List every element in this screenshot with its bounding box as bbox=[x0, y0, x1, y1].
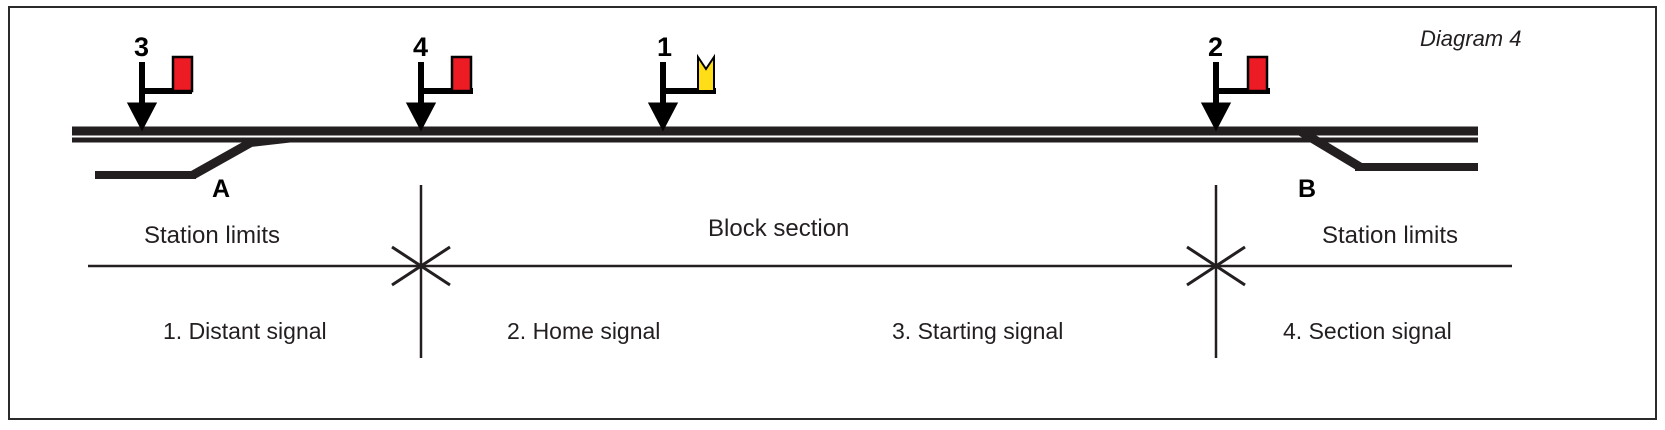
right-loop-line-junction-b bbox=[1297, 127, 1478, 171]
boundary-left-diagonal-up bbox=[391, 245, 451, 287]
signal-post-2[interactable] bbox=[1200, 55, 1270, 132]
signal-1-direction-arrow bbox=[647, 102, 679, 132]
signal-number-4: 4 bbox=[413, 32, 429, 62]
signal-number-2: 2 bbox=[1208, 32, 1224, 62]
signal-1-yellow-fishtail-blade bbox=[697, 53, 715, 92]
caption-distant-signal: 1. Distant signal bbox=[163, 318, 327, 344]
zone-label-station-limits-right: Station limits bbox=[1322, 222, 1459, 249]
left-loop-line-junction-a bbox=[95, 137, 291, 179]
main-running-line bbox=[72, 126, 1478, 143]
signal-2-direction-arrow bbox=[1200, 102, 1232, 132]
caption-starting-signal: 3. Starting signal bbox=[892, 318, 1064, 344]
signal-post-3[interactable] bbox=[126, 55, 194, 132]
zone-label-block-section: Block section bbox=[708, 215, 850, 242]
station-limit-boundary-left bbox=[391, 185, 451, 358]
diagram-title: Diagram 4 bbox=[1420, 26, 1522, 51]
signal-3-direction-arrow bbox=[126, 102, 158, 132]
signal-post-4[interactable] bbox=[405, 55, 473, 132]
left-turnout-diagonal bbox=[190, 139, 253, 179]
boundary-right-diagonal-up bbox=[1186, 245, 1246, 287]
junction-label-b: B bbox=[1298, 175, 1317, 203]
signal-number-3: 3 bbox=[134, 32, 150, 62]
signal-post-1[interactable] bbox=[647, 53, 716, 132]
station-limit-boundary-right bbox=[1186, 185, 1246, 358]
junction-label-a: A bbox=[212, 175, 231, 203]
caption-section-signal: 4. Section signal bbox=[1283, 318, 1452, 344]
caption-home-signal: 2. Home signal bbox=[507, 318, 661, 344]
signal-2-red-blade bbox=[1246, 55, 1269, 93]
signal-number-1: 1 bbox=[657, 32, 673, 62]
right-turnout-diagonal bbox=[1297, 127, 1363, 171]
diagram-frame bbox=[8, 6, 1657, 420]
signal-3-red-blade bbox=[171, 55, 194, 93]
left-turnout-blend bbox=[245, 137, 291, 148]
signal-4-direction-arrow bbox=[405, 102, 437, 132]
zone-label-station-limits-left: Station limits bbox=[144, 222, 281, 249]
signal-4-red-blade bbox=[450, 55, 473, 93]
